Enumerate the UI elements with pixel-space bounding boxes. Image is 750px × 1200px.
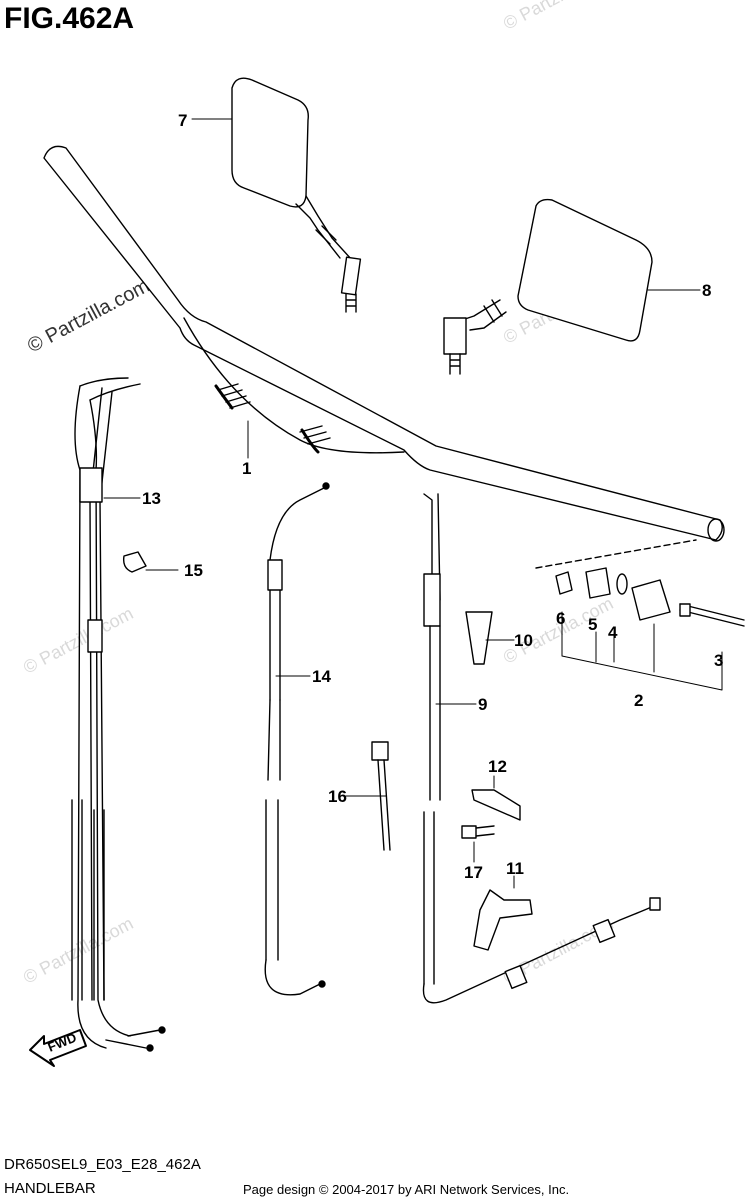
clutch-cable: [422, 493, 661, 1004]
figure-name: HANDLEBAR: [4, 1180, 96, 1197]
callout-17: 17: [464, 863, 483, 882]
mirror-left: [231, 77, 362, 313]
callout-3: 3: [714, 651, 723, 670]
cable-tie: [371, 741, 391, 851]
handlebar: [43, 145, 725, 542]
page-credit: Page design © 2004-2017 by ARI Network S…: [243, 1182, 570, 1197]
callout-16: 16: [328, 787, 347, 806]
callout-1: 1: [242, 459, 251, 478]
bracket-12: [471, 789, 521, 821]
callout-6: 6: [556, 609, 565, 628]
fwd-arrow: [29, 1029, 87, 1067]
throttle-cables: [71, 377, 166, 1052]
callout-2: 2: [634, 691, 643, 710]
bolt-17: [461, 825, 495, 839]
callout-15: 15: [184, 561, 203, 580]
callout-11: 11: [506, 859, 524, 878]
figure-code: DR650SEL9_E03_E28_462A: [4, 1156, 201, 1173]
callout-14: 14: [312, 667, 331, 686]
clip: [122, 551, 147, 573]
grip: [465, 611, 493, 665]
mirror-right: [443, 198, 653, 375]
callout-4: 4: [608, 623, 618, 642]
bracket-11: [473, 889, 533, 951]
callout-12: 12: [488, 757, 507, 776]
callout-5: 5: [588, 615, 597, 634]
callout-8: 8: [702, 281, 711, 300]
callout-7: 7: [178, 111, 187, 130]
choke-cable: [264, 482, 330, 996]
callout-13: 13: [142, 489, 161, 508]
bar-end-weight: [555, 567, 745, 627]
callout-10: 10: [514, 631, 533, 650]
figure-title: FIG.462A: [4, 2, 135, 35]
callout-9: 9: [478, 695, 487, 714]
leader-lines: [103, 118, 701, 889]
